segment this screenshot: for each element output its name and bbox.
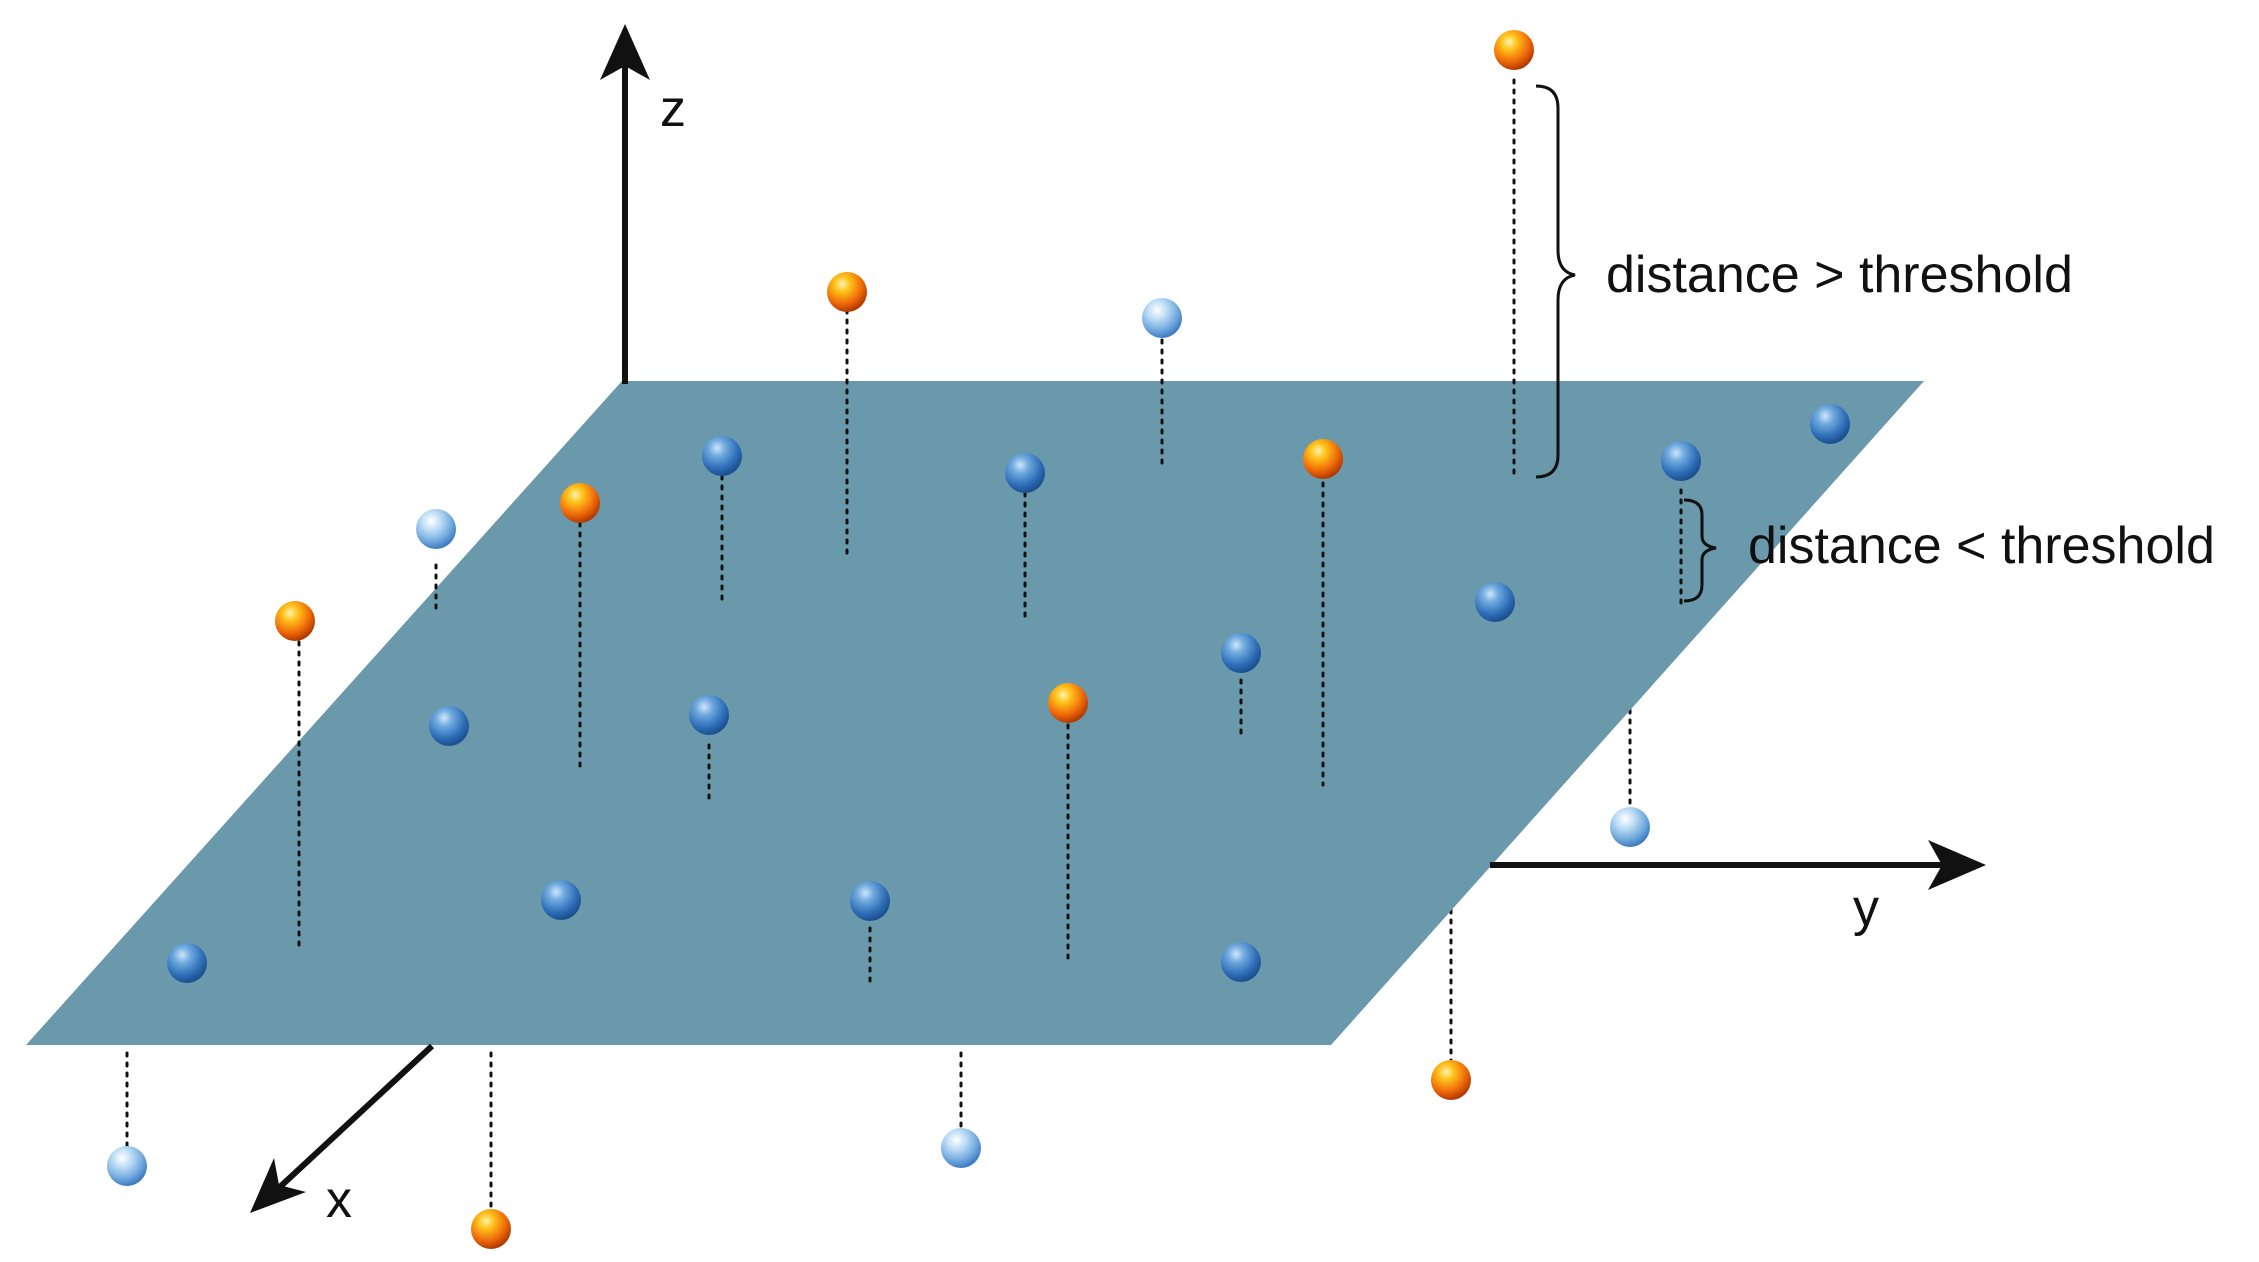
outlier-point: [1048, 683, 1088, 723]
inlier-point: [107, 1146, 147, 1186]
distance-annotations: distance > threshold distance < threshol…: [1535, 84, 2215, 603]
outlier-point: [1431, 1060, 1471, 1100]
inlier-point: [1810, 404, 1850, 444]
inlier-point: [541, 880, 581, 920]
inlier-point: [850, 881, 890, 921]
points: [107, 30, 1850, 1249]
inlier-point: [1610, 807, 1650, 847]
outlier-point: [471, 1209, 511, 1249]
y-axis-arrowhead: [1928, 840, 1986, 890]
inlier-point: [941, 1128, 981, 1168]
inlier-point: [1142, 298, 1182, 338]
inlier-point: [702, 436, 742, 476]
distance-below-threshold-label: distance < threshold: [1748, 517, 2215, 575]
axes: z y x: [250, 24, 1986, 1229]
outlier-point: [560, 483, 600, 523]
x-axis-label: x: [326, 1171, 352, 1229]
inlier-point: [429, 706, 469, 746]
outlier-point: [1303, 439, 1343, 479]
outlier-point: [827, 272, 867, 312]
x-axis: [265, 1043, 435, 1201]
inlier-point: [167, 943, 207, 983]
x-axis-arrowhead: [250, 1158, 306, 1213]
y-axis-label: y: [1853, 879, 1879, 937]
above-plane-stems: [297, 78, 1683, 987]
large-distance-brace: [1535, 84, 1576, 479]
inlier-point: [1221, 633, 1261, 673]
inlier-point: [1005, 453, 1045, 493]
inlier-point: [416, 509, 456, 549]
inlier-point: [689, 695, 729, 735]
outlier-point: [1494, 30, 1534, 70]
inlier-point: [1221, 942, 1261, 982]
small-distance-brace: [1683, 498, 1717, 603]
distance-above-threshold-label: distance > threshold: [1606, 246, 2073, 304]
inlier-point: [1475, 582, 1515, 622]
fitted-plane: [26, 381, 1924, 1045]
inlier-point: [1661, 441, 1701, 481]
below-plane-stems: [125, 708, 1632, 1210]
z-axis-label: z: [660, 80, 686, 138]
z-axis-arrowhead: [600, 24, 650, 80]
outlier-point: [275, 601, 315, 641]
